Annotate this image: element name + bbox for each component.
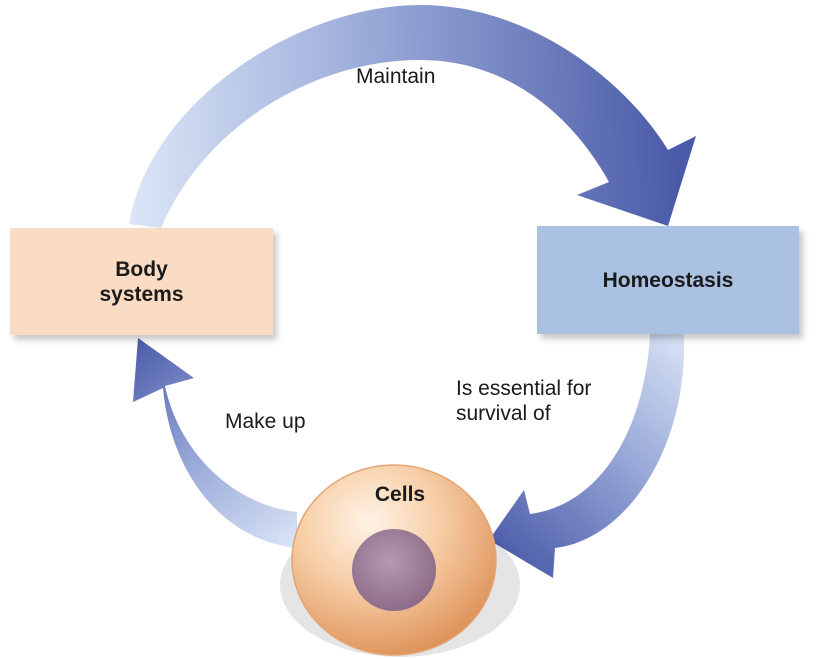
maintain-arrow — [129, 5, 696, 228]
cells-label: Cells — [374, 483, 426, 506]
nucleus-icon — [352, 529, 436, 611]
make-up-label: Make up — [225, 410, 306, 433]
body-systems-label: Body systems — [99, 257, 184, 306]
essential-arrow — [489, 334, 685, 578]
homeostasis-label: Homeostasis — [602, 268, 734, 292]
homeostasis-box: Homeostasis — [537, 226, 799, 334]
body-systems-box: Body systems — [10, 228, 273, 335]
make-up-arrow — [133, 338, 297, 548]
maintain-label: Maintain — [356, 65, 436, 88]
essential-label: Is essential for survival of — [456, 377, 592, 425]
